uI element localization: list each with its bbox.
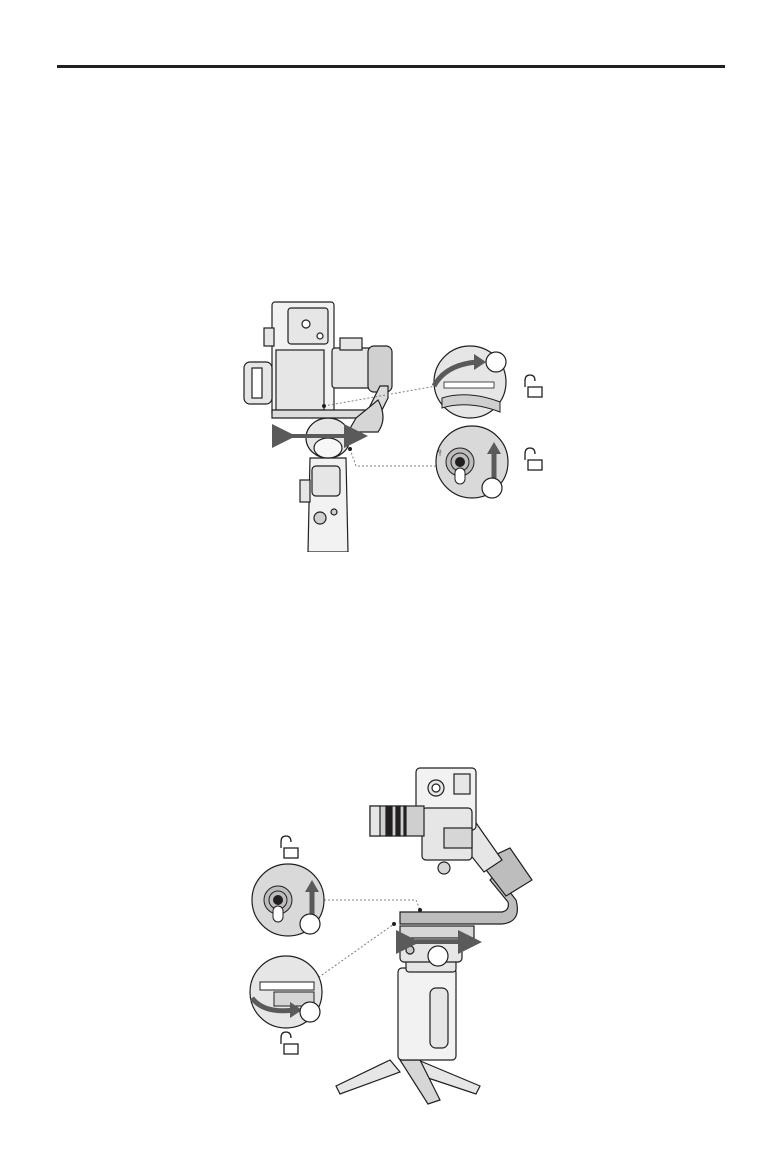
svg-text:⫯: ⫯ xyxy=(438,448,442,458)
header-rule xyxy=(57,65,725,68)
camera-lens xyxy=(370,806,424,836)
callout-anchor-2 xyxy=(348,447,352,451)
callout-anchor-1 xyxy=(322,404,326,408)
camera-body xyxy=(244,302,334,417)
step-marker xyxy=(300,914,320,934)
step-marker xyxy=(428,946,448,966)
tripod xyxy=(336,1060,480,1104)
zoom-roll-knob xyxy=(434,346,506,418)
figure-2-illustration xyxy=(240,760,550,1105)
callout-anchor-1 xyxy=(418,908,422,912)
camera-body xyxy=(416,768,476,874)
unlock-icon xyxy=(525,448,542,470)
unlock-icon xyxy=(525,375,542,397)
zoom-tilt-lock: ⫯ xyxy=(436,426,508,498)
gimbal-handle xyxy=(300,458,348,552)
unlock-icon xyxy=(281,836,298,858)
zoom-roll-knob xyxy=(250,956,322,1028)
figure-1-illustration: ⫯ xyxy=(228,290,568,552)
unlock-icon xyxy=(281,1032,298,1054)
step-marker xyxy=(482,478,502,498)
step-marker xyxy=(486,352,506,372)
callout-anchor-2 xyxy=(392,922,396,926)
zoom-tilt-lock xyxy=(252,864,324,936)
step-marker xyxy=(300,1002,320,1022)
